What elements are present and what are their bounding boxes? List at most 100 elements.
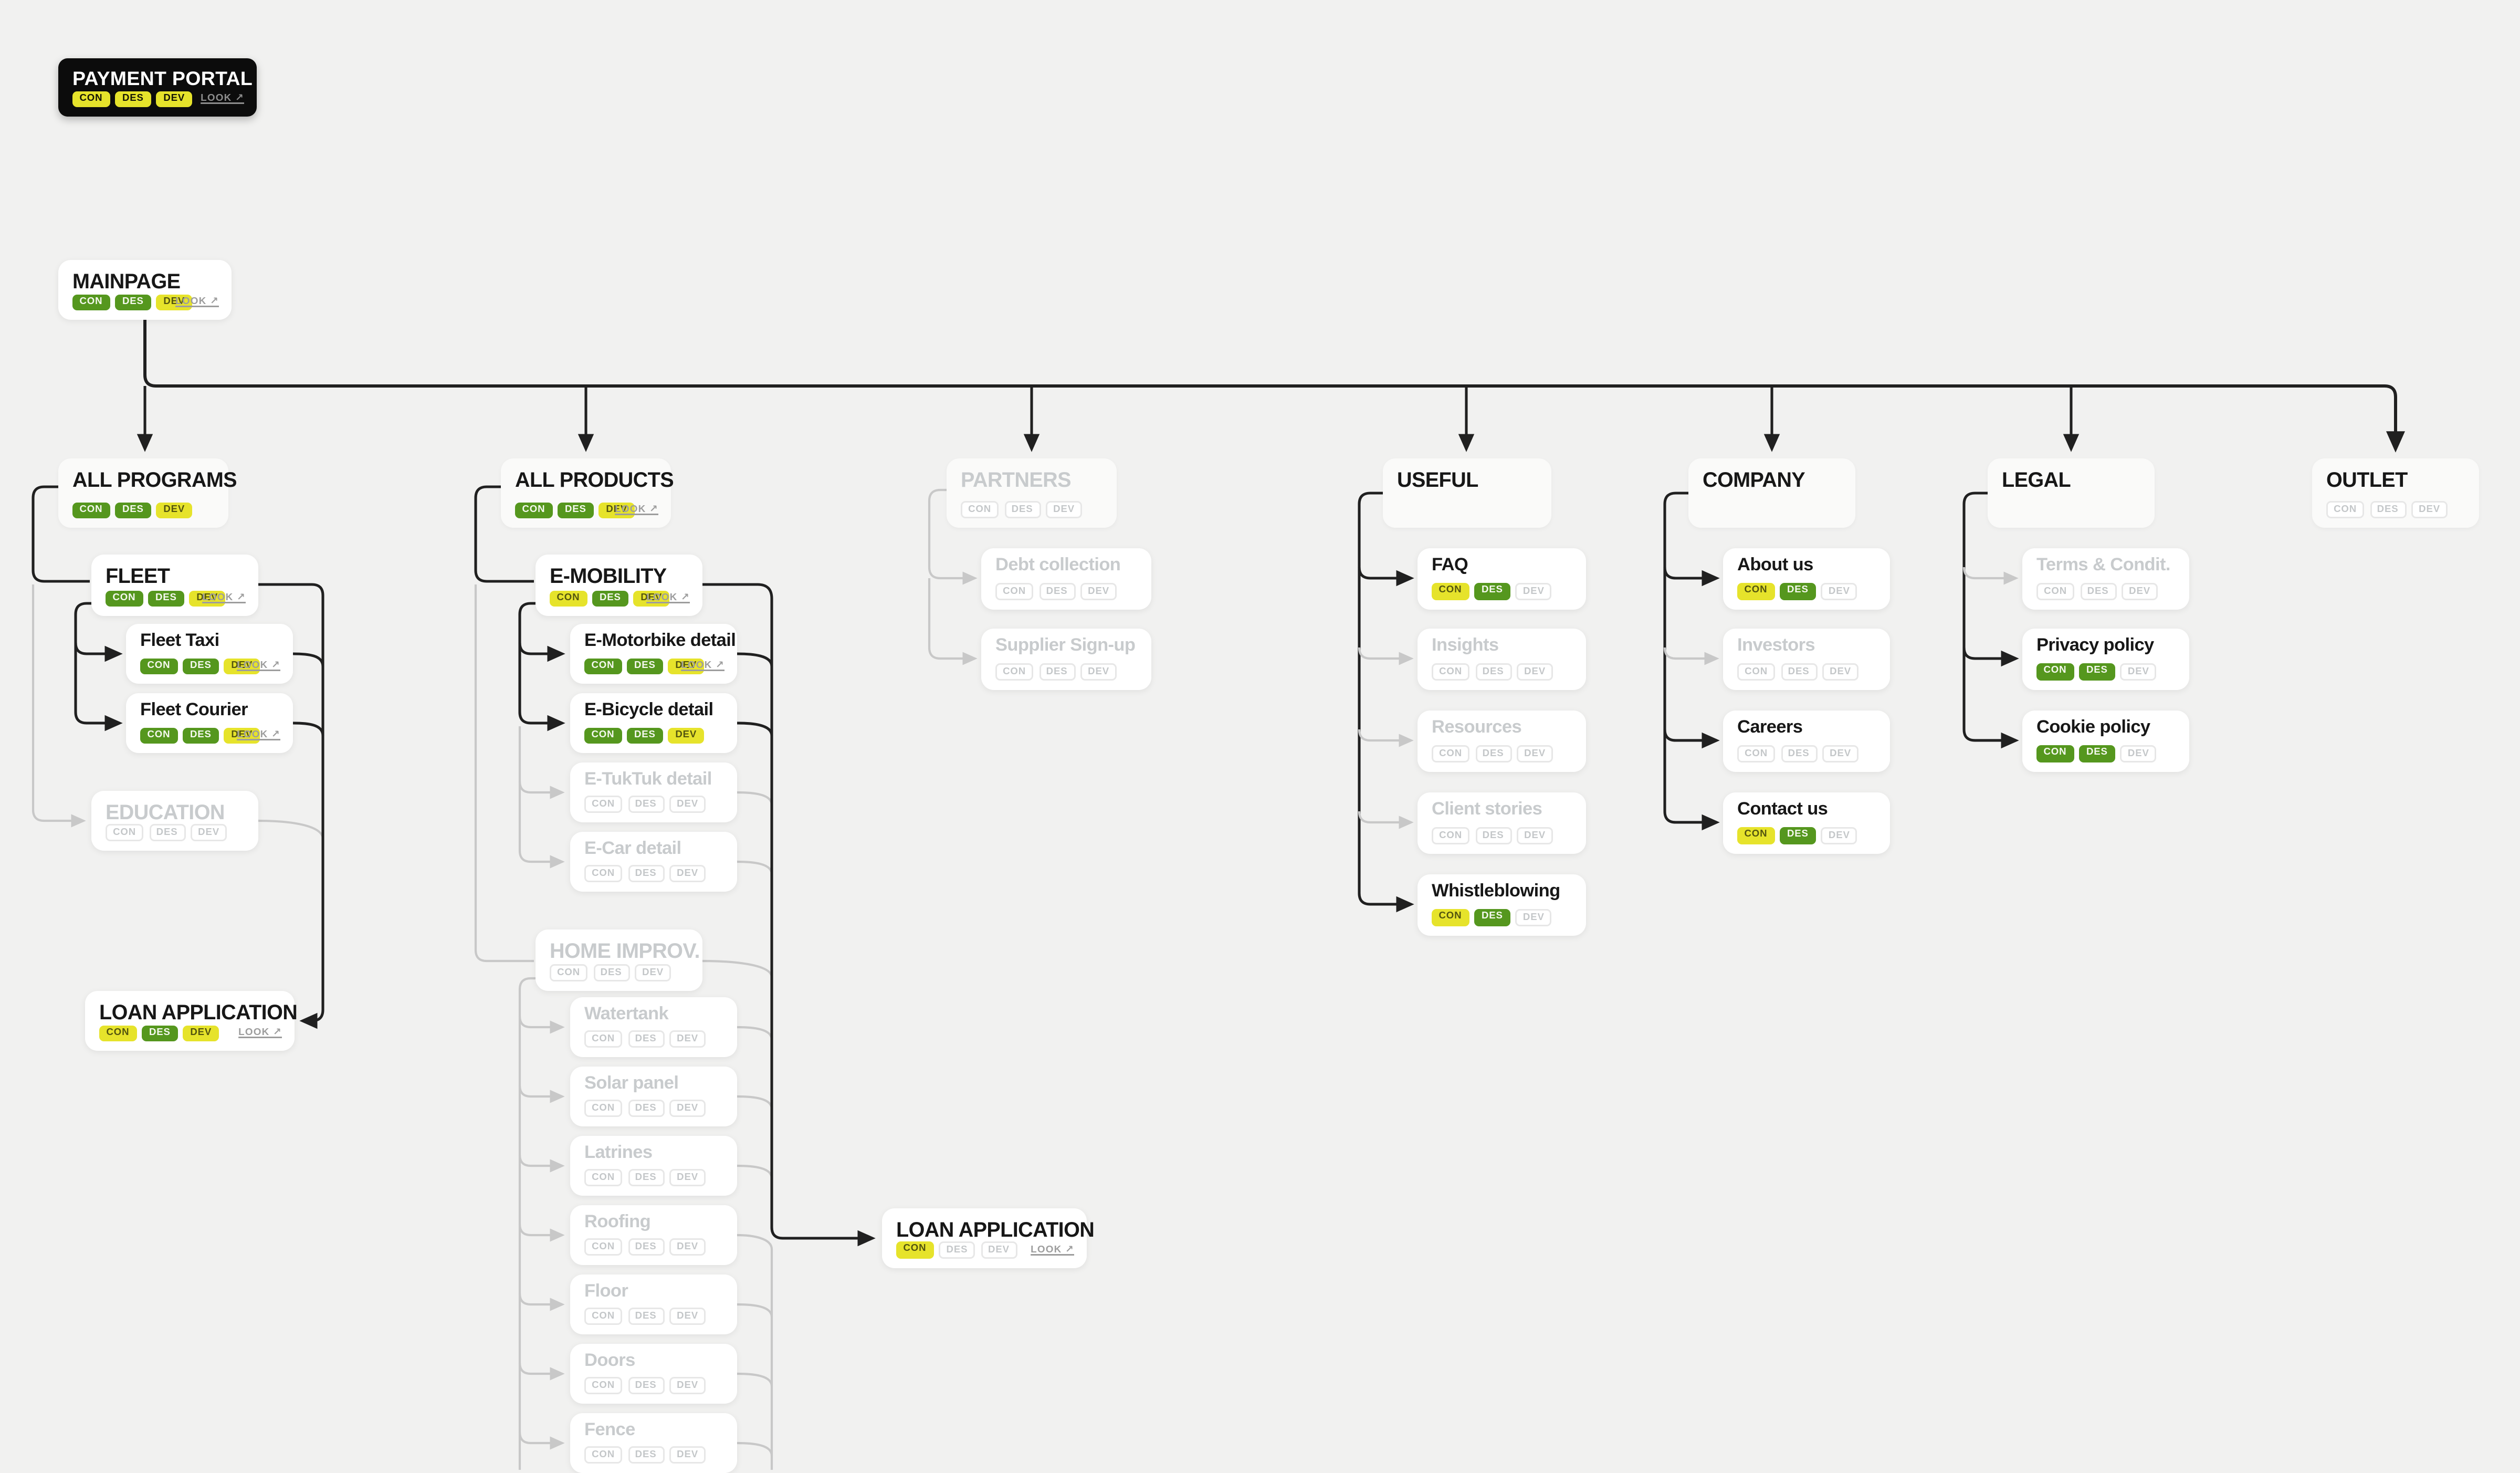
status-badge-des: DES	[183, 658, 219, 674]
status-badge-dev: DEV	[1822, 664, 1859, 681]
status-badge-con: CON	[140, 658, 177, 674]
status-badge-dev: DEV	[183, 1025, 219, 1041]
node-title: COMPANY	[1703, 468, 1805, 492]
status-badge-con: CON	[584, 1239, 623, 1256]
look-link[interactable]: LOOK ↗	[175, 296, 219, 307]
node-title: Latrines	[584, 1144, 653, 1163]
status-badge-con: CON	[550, 590, 587, 607]
status-badge-des: DES	[1004, 502, 1041, 518]
status-badge-des: DES	[558, 502, 594, 518]
status-badge-con: CON	[584, 1377, 623, 1394]
look-link[interactable]: LOOK ↗	[237, 660, 280, 671]
node-title: Fence	[584, 1421, 635, 1440]
status-badge-des: DES	[592, 590, 628, 607]
status-badge-dev: DEV	[2411, 502, 2448, 518]
look-link[interactable]: LOOK ↗	[237, 729, 280, 740]
node-card-useful[interactable]: USEFUL	[1383, 458, 1551, 528]
status-badge-dev: DEV	[669, 1031, 706, 1048]
status-badge-con: CON	[961, 502, 999, 518]
look-link[interactable]: LOOK ↗	[238, 1027, 282, 1038]
node-title: Fleet Taxi	[140, 632, 219, 651]
node-title: Terms & Condit.	[2036, 556, 2171, 575]
status-badge-dev: DEV	[669, 865, 706, 882]
status-badge-dev: DEV	[2122, 583, 2158, 600]
look-link[interactable]: LOOK ↗	[201, 93, 244, 104]
node-title: E-Bicycle detail	[584, 701, 713, 720]
status-badge-dev: DEV	[669, 1377, 706, 1394]
node-card-company[interactable]: COMPANY	[1688, 458, 1855, 528]
status-badge-con: CON	[106, 590, 143, 607]
status-badge-dev: DEV	[224, 727, 260, 744]
node-title: MAINPAGE	[72, 269, 181, 293]
look-link[interactable]: LOOK ↗	[1031, 1245, 1074, 1256]
status-badge-des: DES	[115, 294, 151, 310]
status-badge-con: CON	[584, 1169, 623, 1186]
node-title: Contact us	[1737, 800, 1828, 819]
status-badge-con: CON	[995, 583, 1034, 600]
node-card-legal[interactable]: LEGAL	[1988, 458, 2155, 528]
node-title: OUTLET	[2326, 468, 2408, 492]
look-link[interactable]: LOOK ↗	[681, 660, 724, 671]
status-badge-dev: DEV	[1517, 746, 1553, 762]
status-badge-dev: DEV	[669, 1308, 706, 1325]
status-badge-dev: DEV	[224, 658, 260, 674]
status-badge-con: CON	[106, 824, 144, 841]
status-badge-con: CON	[1737, 746, 1776, 762]
look-link[interactable]: LOOK ↗	[646, 592, 690, 603]
status-badge-dev: DEV	[980, 1242, 1017, 1259]
status-badge-des: DES	[939, 1242, 975, 1259]
status-badge-con: CON	[515, 502, 552, 518]
node-title: PARTNERS	[961, 468, 1072, 492]
look-link[interactable]: LOOK ↗	[202, 592, 246, 603]
status-badge-con: CON	[584, 1031, 623, 1048]
status-badge-con: CON	[550, 965, 588, 981]
look-link[interactable]: LOOK ↗	[615, 504, 658, 515]
badge-row: CON DES DEV	[140, 658, 260, 674]
